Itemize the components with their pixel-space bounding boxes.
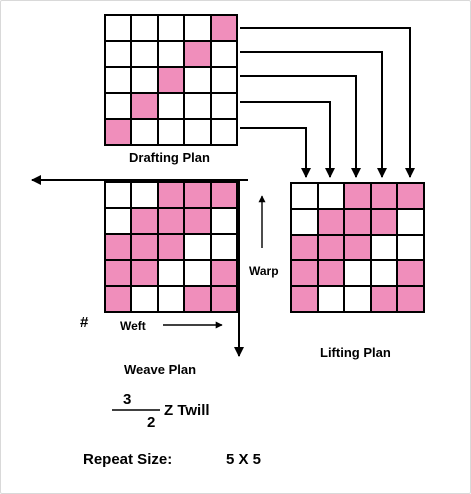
weave-cell-r5-c2 [132, 287, 157, 311]
drafting-cell-r5-c5 [211, 120, 236, 144]
drafting-cell-r4-c4 [185, 94, 210, 118]
weave-cell-r2-c3 [158, 209, 184, 233]
drafting-cell-r4-c1 [106, 94, 131, 118]
weave-cell-r1-c2 [132, 183, 157, 207]
drafting-cell-r5-c2 [132, 120, 157, 144]
lifting-cell-r1-c3 [345, 184, 370, 208]
weave-cell-r3-c2 [132, 235, 157, 259]
lifting-cell-r5-c3 [345, 287, 370, 311]
lifting-plan-grid [290, 182, 425, 313]
twill-numerator: 3 [123, 391, 132, 408]
weave-cell-r5-c1 [106, 287, 131, 311]
lifting-cell-r1-c1 [292, 184, 317, 208]
weave-cell-r1-c5 [211, 183, 236, 207]
lifting-cell-r2-c2 [318, 209, 344, 234]
weave-cell-r2-c1 [106, 209, 131, 233]
drafting-plan-label: Drafting Plan [129, 150, 210, 165]
arrow-row1-to-col5 [240, 27, 415, 178]
arrow-row2-to-col4 [240, 51, 387, 178]
lifting-cell-r2-c4 [371, 209, 397, 234]
weave-cell-r4-c2 [132, 261, 157, 285]
weave-cell-r3-c5 [211, 235, 236, 259]
lifting-cell-r3-c1 [292, 235, 317, 260]
drafting-cell-r4-c5 [211, 94, 236, 118]
lifting-cell-r3-c3 [345, 235, 370, 260]
drafting-cell-r1-c5 [211, 16, 236, 40]
lifting-cell-r3-c2 [318, 235, 344, 260]
weave-cell-r5-c5 [211, 287, 236, 311]
weave-cell-r2-c2 [132, 209, 157, 233]
drafting-cell-r1-c2 [132, 16, 157, 40]
lifting-plan-label: Lifting Plan [320, 345, 391, 360]
repeat-size-label: Repeat Size: [83, 451, 173, 468]
drafting-cell-r3-c2 [132, 68, 157, 92]
weave-cell-r1-c4 [185, 183, 210, 207]
drafting-cell-r1-c4 [185, 16, 210, 40]
hash-mark: # [80, 314, 89, 331]
weave-cell-r4-c1 [106, 261, 131, 285]
lifting-cell-r2-c5 [398, 209, 423, 234]
drafting-cell-r4-c3 [158, 94, 184, 118]
lifting-cell-r5-c2 [318, 287, 344, 311]
weave-cell-r1-c1 [106, 183, 131, 207]
weave-plan-label: Weave Plan [124, 362, 197, 377]
drafting-cell-r2-c5 [211, 42, 236, 66]
weave-cell-r1-c3 [158, 183, 184, 207]
lifting-cell-r4-c5 [398, 261, 423, 286]
drafting-cell-r5-c4 [185, 120, 210, 144]
lifting-cell-r5-c1 [292, 287, 317, 311]
drafting-plan-grid [104, 14, 238, 146]
arrow-row3-to-col3 [240, 75, 361, 178]
weave-cell-r5-c3 [158, 287, 184, 311]
drafting-cell-r3-c5 [211, 68, 236, 92]
weave-cell-r2-c5 [211, 209, 236, 233]
drafting-cell-r3-c3 [158, 68, 184, 92]
weave-cell-r4-c5 [211, 261, 236, 285]
warp-label: Warp [249, 264, 279, 278]
drafting-cell-r3-c4 [185, 68, 210, 92]
lifting-cell-r2-c3 [345, 209, 370, 234]
lifting-cell-r4-c4 [371, 261, 397, 286]
weave-plan-grid [104, 181, 238, 313]
drafting-cell-r2-c1 [106, 42, 131, 66]
lifting-cell-r3-c5 [398, 235, 423, 260]
arrow-row4-to-col2 [240, 101, 335, 178]
weave-cell-r3-c3 [158, 235, 184, 259]
lifting-cell-r5-c4 [371, 287, 397, 311]
repeat-size-value: 5 X 5 [226, 451, 262, 468]
drafting-cell-r1-c3 [158, 16, 184, 40]
drafting-cell-r5-c1 [106, 120, 131, 144]
weave-cell-r4-c4 [185, 261, 210, 285]
lifting-cell-r1-c5 [398, 184, 423, 208]
lifting-cell-r1-c2 [318, 184, 344, 208]
weave-cell-r4-c3 [158, 261, 184, 285]
drafting-cell-r5-c3 [158, 120, 184, 144]
lifting-cell-r4-c3 [345, 261, 370, 286]
weave-cell-r3-c1 [106, 235, 131, 259]
drafting-cell-r1-c1 [106, 16, 131, 40]
drafting-cell-r4-c2 [132, 94, 157, 118]
weft-label: Weft [120, 319, 146, 333]
lifting-cell-r1-c4 [371, 184, 397, 208]
lifting-cell-r5-c5 [398, 287, 423, 311]
lifting-cell-r3-c4 [371, 235, 397, 260]
drafting-cell-r3-c1 [106, 68, 131, 92]
lifting-cell-r2-c1 [292, 209, 317, 234]
twill-denominator: 2 [147, 414, 156, 431]
weave-cell-r2-c4 [185, 209, 210, 233]
drafting-cell-r2-c2 [132, 42, 157, 66]
drafting-cell-r2-c4 [185, 42, 210, 66]
drafting-cell-r2-c3 [158, 42, 184, 66]
arrow-row5-to-col1 [240, 127, 311, 178]
weave-cell-r3-c4 [185, 235, 210, 259]
weave-cell-r5-c4 [185, 287, 210, 311]
lifting-cell-r4-c1 [292, 261, 317, 286]
lifting-cell-r4-c2 [318, 261, 344, 286]
twill-name: Z Twill [164, 402, 210, 419]
